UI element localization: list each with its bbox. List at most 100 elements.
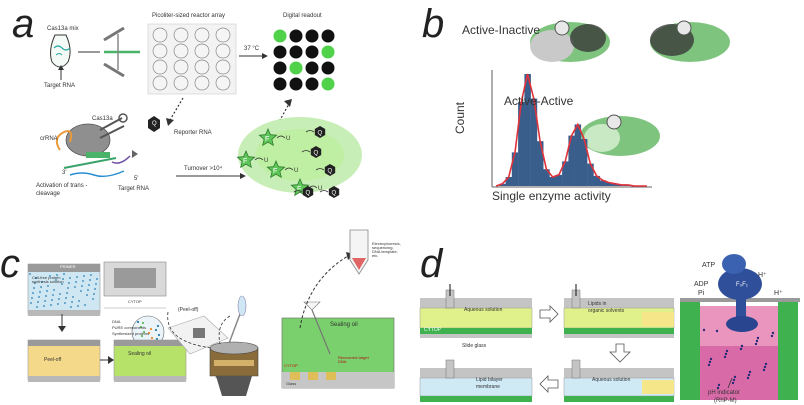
bilayer-label-2: membrane (476, 384, 500, 390)
solution-dot (72, 296, 74, 298)
crrna-label: crRNA (40, 136, 58, 142)
solution-dot (46, 290, 48, 292)
zoom-dot (139, 325, 143, 329)
solution-dot (29, 273, 31, 275)
solution-dot (89, 279, 91, 281)
histogram-bar (606, 182, 613, 186)
negative-well (289, 77, 303, 91)
positive-well (273, 29, 287, 43)
solution-dot (55, 279, 57, 281)
solution-dot (43, 305, 45, 307)
indicator-dot (748, 370, 752, 374)
quencher-hexagon (324, 164, 336, 176)
solution-dot (68, 282, 70, 284)
panel-a: a (0, 0, 402, 202)
zoom-dot (136, 320, 140, 324)
sealing-oil-label: Sealing oil (330, 322, 358, 328)
solution-dot (63, 273, 65, 275)
histogram-bar (518, 102, 525, 186)
solution-dot (66, 292, 68, 294)
panel-c-graphics (27, 229, 395, 396)
zoom-dot (155, 337, 159, 341)
cas13a-label: Cas13a (92, 116, 113, 122)
solution-dot (67, 287, 69, 289)
solution-dot (92, 298, 94, 300)
negative-well (273, 45, 287, 59)
recovered-label: Recovered target DNA (338, 355, 369, 364)
temperature-label: 37 °C (244, 46, 260, 52)
rna-tail (301, 150, 311, 153)
indicator-dot (747, 373, 751, 377)
solution-dot (44, 300, 46, 302)
solution-dot (86, 294, 88, 296)
indicator-dot (771, 331, 775, 335)
three-prime-label: 3' (62, 170, 67, 176)
positive-well (321, 45, 335, 59)
indicator-dot (763, 365, 767, 369)
solution-dot (59, 293, 61, 295)
histogram-bar (505, 177, 513, 186)
y-axis-label: Count (453, 101, 467, 134)
panel-letter-d: d (420, 242, 443, 286)
digital-readout-wells (273, 29, 335, 91)
solution-dot (71, 301, 73, 303)
solution-dot (94, 288, 96, 290)
histogram-bar (562, 161, 569, 186)
rna-fragment (254, 157, 264, 161)
solution-dot (53, 289, 55, 291)
slide-glass-label: Slide glass (462, 343, 487, 349)
positive-well (321, 77, 335, 91)
solution-dot (38, 296, 40, 298)
sealing-oil-box-label: Sealing oil (128, 351, 152, 357)
turnover-label: Turnover >10⁴ (184, 166, 223, 172)
indicator-dot (724, 352, 728, 356)
cytop2-label: CYTOP (284, 363, 298, 368)
solution-dot (37, 301, 39, 303)
solution-dot (93, 293, 95, 295)
reactor-well (194, 43, 210, 59)
peel-off-box-label: Peel-off (44, 357, 62, 363)
ph-indicator-label-2: (RhP-M) (714, 398, 737, 404)
reactor-well (173, 27, 189, 43)
target-rna-label: Target RNA (44, 83, 76, 89)
solution-dot (50, 304, 52, 306)
quencher-hexagon (314, 126, 326, 138)
fluorophore-f-text: F (273, 168, 277, 175)
solution-dot (51, 299, 53, 301)
indicator-dot (733, 375, 737, 379)
indicator-dot (716, 386, 720, 390)
reactor-well (194, 75, 210, 91)
primer-label: PRIMER (60, 264, 76, 269)
synthesized-label: Synthesized proteins (112, 331, 150, 336)
f0-ring (726, 316, 758, 332)
reactor-well (215, 43, 231, 59)
bilayer-label-1: Lipid bilayer (476, 377, 503, 383)
solution-dot (52, 294, 54, 296)
histogram-bar (580, 139, 588, 186)
negative-well (289, 45, 303, 59)
reactor-well (152, 27, 168, 43)
pi-label: Pi (698, 290, 705, 297)
indicator-dot (756, 336, 760, 340)
solution-dot (74, 286, 76, 288)
indicator-dot (708, 360, 712, 364)
negative-well (305, 45, 319, 59)
fluorophore-f-text: F (297, 186, 301, 193)
atp-label: ATP (702, 262, 716, 269)
f0f1-atp-synthase (718, 254, 762, 332)
reactor-well (215, 27, 231, 43)
cytop-label-d: CYTOP (424, 327, 442, 333)
reactor-well (194, 27, 210, 43)
reactor-well (215, 75, 231, 91)
negative-well (321, 29, 335, 43)
active-active-label: Active-Active (504, 94, 574, 108)
solution-dot (78, 300, 80, 302)
indicator-dot (754, 342, 758, 346)
fluorophore-star (258, 127, 278, 147)
panel-letter-a: a (12, 2, 35, 46)
solution-dot (36, 306, 38, 308)
zoom-dot (157, 333, 161, 337)
indicator-dot (715, 329, 719, 333)
indicator-dot (764, 362, 768, 366)
negative-well (305, 61, 319, 75)
